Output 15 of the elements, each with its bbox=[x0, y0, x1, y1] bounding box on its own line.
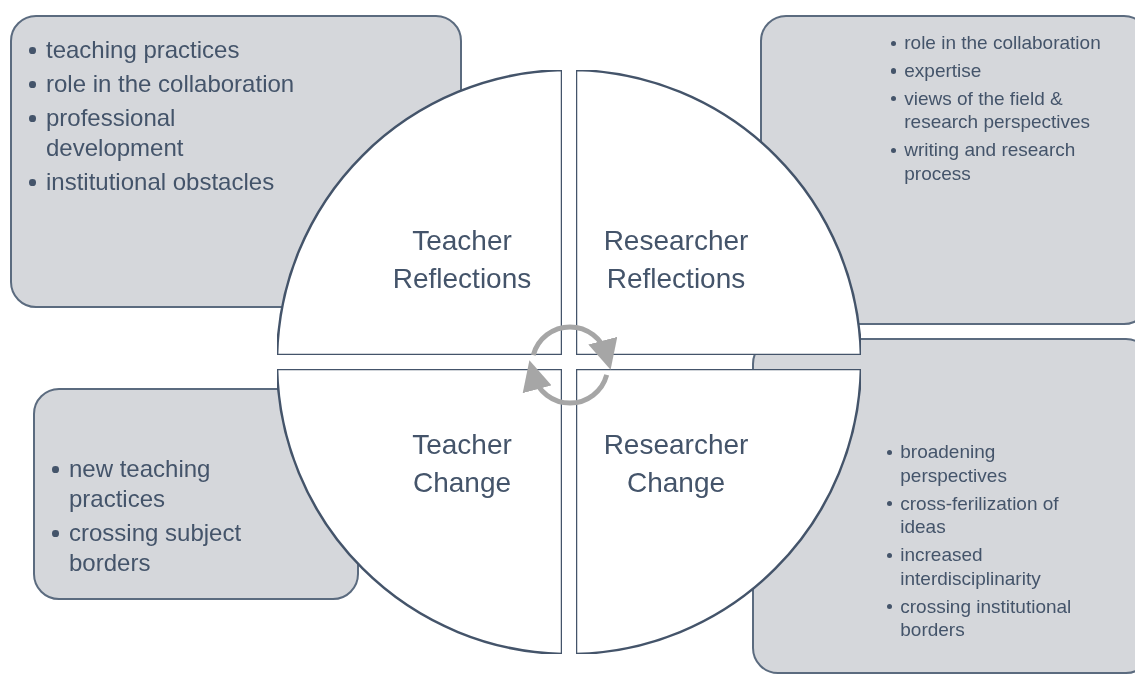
curved-arrow bbox=[530, 324, 617, 370]
quadrant-label: Teacher Change bbox=[411, 428, 513, 500]
quadrant-label: Researcher Reflections bbox=[602, 224, 750, 296]
bullet-item: teaching practices bbox=[46, 36, 240, 63]
bullet-item: crossing subject borders bbox=[69, 519, 242, 576]
quadrant-label: Researcher Change bbox=[602, 428, 750, 500]
bullet-item: role in the collaboration bbox=[904, 32, 1101, 53]
bullet-item: expertise bbox=[904, 59, 982, 81]
bullet-item: crossing institutional borders bbox=[900, 595, 1072, 641]
bullet-item: writing and research process bbox=[904, 139, 1076, 184]
curved-arrow bbox=[523, 360, 610, 406]
quadrant-label: Teacher Reflections bbox=[391, 224, 533, 296]
note-card bbox=[760, 15, 1135, 325]
bullet-item: institutional obstacles bbox=[46, 168, 275, 195]
bullet-item: role in the collaboration bbox=[46, 70, 295, 97]
